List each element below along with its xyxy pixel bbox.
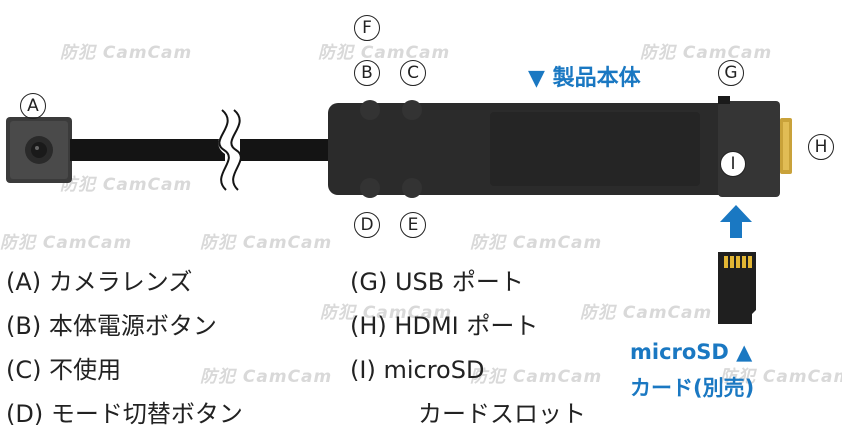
watermark: 防犯 CamCam xyxy=(640,43,773,63)
microsd-card-icon xyxy=(718,252,756,324)
watermark: 防犯 CamCam xyxy=(470,367,603,387)
watermark: 防犯 CamCam xyxy=(720,367,842,387)
label-b: B xyxy=(354,60,380,86)
label-d: D xyxy=(354,212,380,238)
watermark: 防犯 CamCam xyxy=(60,43,193,63)
label-h: H xyxy=(808,134,834,160)
label-i: I xyxy=(720,151,746,177)
camera-head xyxy=(6,117,72,183)
legend-item-i: (I) microSD xyxy=(350,356,485,384)
up-arrow-icon xyxy=(720,205,752,238)
product-illustration xyxy=(6,96,792,238)
watermark: 防犯 CamCam xyxy=(470,233,603,253)
watermark: 防犯 CamCam xyxy=(318,43,451,63)
label-f: F xyxy=(354,15,380,41)
legend-item-b: (B) 本体電源ボタン xyxy=(6,312,217,340)
label-g: G xyxy=(718,60,744,86)
label-c: C xyxy=(400,60,426,86)
watermark: 防犯 CamCam xyxy=(580,303,713,323)
sd-card-caption-line1: microSD ▲ xyxy=(630,340,753,364)
label-a: A xyxy=(20,93,46,119)
watermark: 防犯 CamCam xyxy=(200,233,333,253)
watermark: 防犯 CamCam xyxy=(320,303,453,323)
legend-item-h: (H) HDMI ポート xyxy=(350,312,539,340)
legend-item-g: (G) USB ポート xyxy=(350,268,524,296)
legend-item-i-cont: カードスロット xyxy=(418,400,586,428)
product-title: ▼ 製品本体 xyxy=(528,66,641,91)
watermark: 防犯 CamCam xyxy=(0,233,133,253)
cable xyxy=(70,106,335,194)
main-body xyxy=(328,96,792,198)
legend-item-a: (A) カメラレンズ xyxy=(6,268,193,296)
sd-card-caption-line2: カード(別売) xyxy=(630,376,755,400)
watermark: 防犯 CamCam xyxy=(60,175,193,195)
watermark: 防犯 CamCam xyxy=(200,367,333,387)
legend-item-c: (C) 不使用 xyxy=(6,356,122,384)
label-e: E xyxy=(400,212,426,238)
legend-item-d: (D) モード切替ボタン xyxy=(6,400,243,428)
